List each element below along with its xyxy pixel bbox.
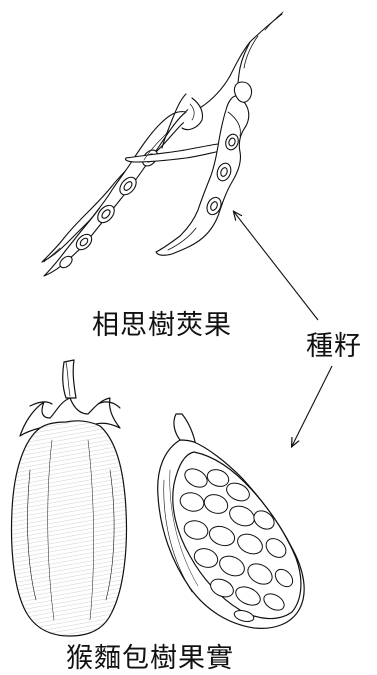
acacia-pod-illustration [41, 11, 284, 277]
arrow-to-acacia-seed [234, 212, 319, 321]
baobab-fruit-whole-illustration [10, 359, 128, 637]
seeds-label: 種籽 [306, 331, 362, 362]
arrow-to-baobab-seed [292, 365, 333, 446]
baobab-fruit-label: 猴麵包樹果實 [66, 643, 234, 674]
acacia-pods-label: 相思樹莢果 [92, 310, 232, 341]
baobab-fruit-cut-illustration [157, 413, 305, 629]
